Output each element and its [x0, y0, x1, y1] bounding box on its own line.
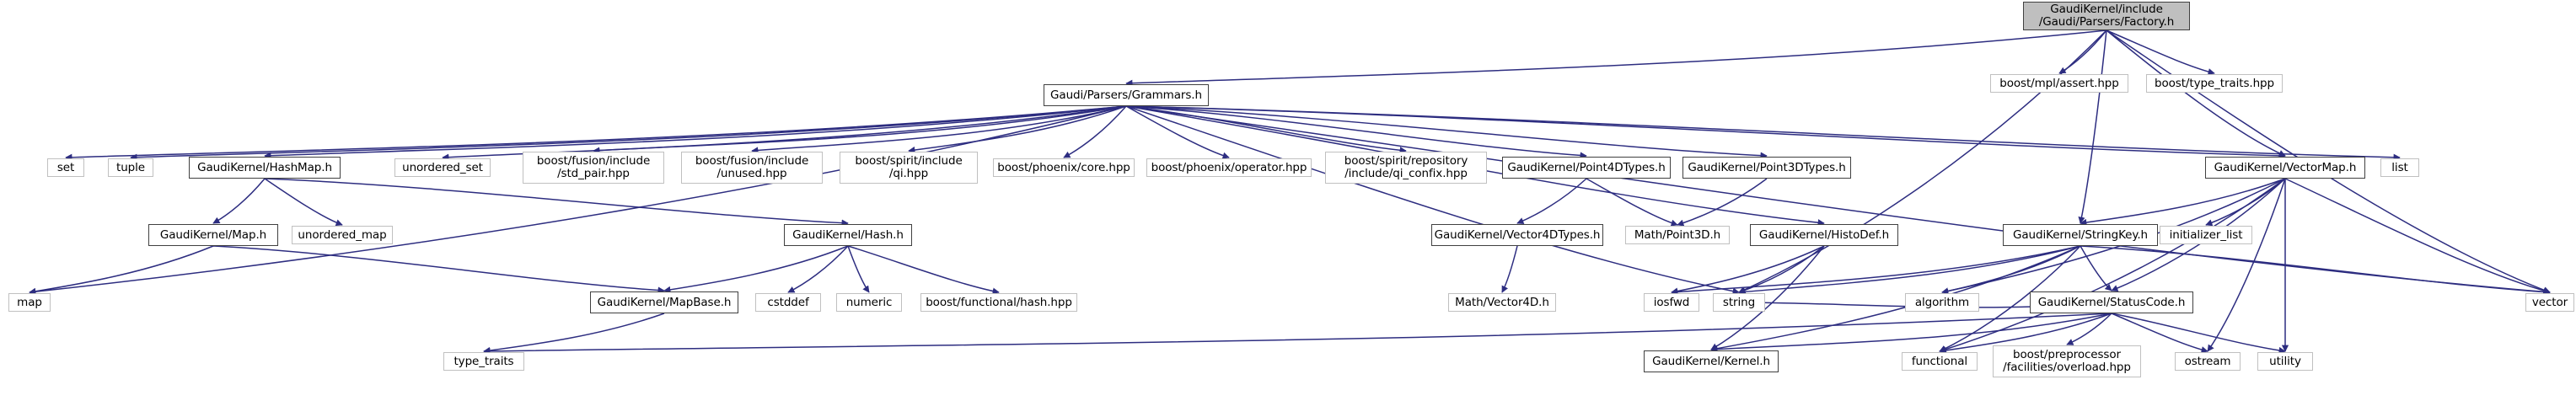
graph-node-unordered_map[interactable]: unordered_map — [292, 226, 393, 244]
graph-node-statuscode[interactable]: GaudiKernel/StatusCode.h — [2030, 291, 2193, 313]
graph-edge — [1738, 245, 1825, 294]
graph-node-mapbase[interactable]: GaudiKernel/MapBase.h — [590, 291, 738, 313]
graph-edge — [2106, 29, 2286, 157]
graph-node-type_traits[interactable]: type_traits — [443, 352, 524, 371]
graph-edge — [2066, 313, 2112, 345]
graph-node-numeric[interactable]: numeric — [836, 293, 902, 312]
graph-node-string[interactable]: string — [1713, 293, 1765, 312]
graph-node-cstddef[interactable]: cstddef — [755, 293, 821, 312]
graph-node-qi_confix[interactable]: boost/spirit/repository /include/qi_conf… — [1325, 152, 1487, 184]
graph-node-spirit_qi[interactable]: boost/spirit/include /qi.hpp — [840, 152, 978, 184]
graph-node-map[interactable]: map — [8, 293, 51, 312]
graph-node-fusion_unused[interactable]: boost/fusion/include /unused.hpp — [681, 152, 823, 184]
graph-edge — [1586, 178, 1678, 227]
graph-edge — [1125, 105, 1407, 154]
graph-node-phoenix_operator[interactable]: boost/phoenix/operator.hpp — [1146, 158, 1312, 177]
graph-node-set[interactable]: set — [47, 158, 84, 177]
graph-edge — [2106, 29, 2215, 76]
graph-node-stringkey[interactable]: GaudiKernel/StringKey.h — [2003, 224, 2158, 246]
graph-edge — [1125, 105, 2286, 159]
graph-node-list[interactable]: list — [2380, 158, 2419, 177]
graph-node-phoenix_core[interactable]: boost/phoenix/core.hpp — [993, 158, 1135, 177]
graph-node-algorithm[interactable]: algorithm — [1905, 293, 1979, 312]
graph-edge — [264, 178, 343, 227]
graph-edge — [908, 105, 1127, 154]
graph-edge — [1125, 105, 2551, 296]
graph-edge — [847, 245, 1000, 295]
graph-node-iosfwd[interactable]: iosfwd — [1644, 293, 1699, 312]
graph-node-math_vector4d[interactable]: Math/Vector4D.h — [1448, 293, 1556, 312]
graph-node-mpl_assert[interactable]: boost/mpl/assert.hpp — [1990, 74, 2128, 93]
graph-edge — [2207, 178, 2286, 352]
graph-node-map_h[interactable]: GaudiKernel/Map.h — [148, 224, 278, 246]
graph-edge — [212, 245, 665, 294]
graph-node-point3dtypes[interactable]: GaudiKernel/Point3DTypes.h — [1682, 157, 1851, 179]
graph-edge — [1125, 105, 1230, 159]
graph-edge — [1671, 245, 1825, 295]
graph-node-functional[interactable]: functional — [1902, 352, 1978, 371]
graph-edge — [847, 245, 870, 293]
graph-edge — [29, 245, 214, 295]
graph-edge — [212, 178, 266, 224]
graph-edge — [2080, 245, 2112, 291]
graph-node-type_traits_hpp[interactable]: boost/type_traits.hpp — [2146, 74, 2283, 93]
graph-edge — [2205, 178, 2286, 227]
graph-node-functional_hash[interactable]: boost/functional/hash.hpp — [920, 293, 1077, 312]
graph-edge — [2284, 178, 2551, 294]
graph-edge — [1939, 178, 2286, 353]
graph-edge — [2080, 245, 2551, 296]
graph-edge — [1125, 105, 1740, 295]
graph-edge — [2080, 178, 2286, 227]
graph-node-initializer_list[interactable]: initializer_list — [2160, 226, 2252, 244]
graph-edge — [1501, 245, 1518, 293]
graph-node-vector4dtypes[interactable]: GaudiKernel/Vector4DTypes.h — [1431, 224, 1603, 246]
graph-edge — [264, 105, 1127, 159]
graph-edge — [29, 105, 1127, 296]
graph-node-bp_overload[interactable]: boost/preprocessor /facilities/overload.… — [1993, 345, 2141, 377]
graph-edge — [65, 105, 1127, 161]
graph-edge — [264, 178, 849, 227]
graph-node-hashmap[interactable]: GaudiKernel/HashMap.h — [189, 157, 341, 179]
graph-edge — [751, 105, 1127, 154]
graph-edge — [1671, 245, 2081, 296]
graph-edge — [483, 313, 2112, 356]
graph-node-vector[interactable]: vector — [2525, 293, 2574, 312]
graph-node-hash_h[interactable]: GaudiKernel/Hash.h — [784, 224, 912, 246]
graph-node-histodef[interactable]: GaudiKernel/HistoDef.h — [1750, 224, 1898, 246]
graph-node-kernel_h[interactable]: GaudiKernel/Kernel.h — [1644, 350, 1779, 372]
graph-node-vectormap[interactable]: GaudiKernel/VectorMap.h — [2205, 157, 2365, 179]
graph-node-math_point3d[interactable]: Math/Point3D.h — [1625, 226, 1730, 244]
graph-node-utility[interactable]: utility — [2257, 352, 2313, 371]
graph-edge — [1941, 245, 2081, 295]
graph-edge — [483, 313, 665, 355]
graph-edge — [787, 245, 849, 293]
graph-node-point4dtypes[interactable]: GaudiKernel/Point4DTypes.h — [1502, 157, 1671, 179]
graph-node-unordered_set[interactable]: unordered_set — [394, 158, 491, 177]
graph-edge — [1710, 245, 2081, 352]
graph-edge — [1516, 178, 1587, 224]
graph-edge — [1710, 313, 2112, 353]
graph-edge — [442, 105, 1127, 161]
graph-node-factory[interactable]: GaudiKernel/include /Gaudi/Parsers/Facto… — [2023, 2, 2190, 30]
graph-edge — [2058, 29, 2107, 74]
graph-edge — [2078, 29, 2107, 224]
graph-node-fusion_std_pair[interactable]: boost/fusion/include /std_pair.hpp — [523, 152, 664, 184]
graph-node-grammars[interactable]: Gaudi/Parsers/Grammars.h — [1044, 84, 1209, 106]
graph-edge — [1125, 105, 1768, 159]
graph-edge — [1063, 105, 1127, 158]
graph-edge — [1125, 29, 2107, 87]
graph-edge — [663, 245, 849, 293]
graph-edge — [1738, 245, 2081, 296]
graph-edge — [593, 105, 1127, 154]
graph-edge — [1677, 178, 1768, 227]
graph-node-ostream[interactable]: ostream — [2175, 352, 2241, 371]
graph-edge — [130, 105, 1127, 161]
graph-edge — [1125, 105, 2401, 161]
graph-node-tuple[interactable]: tuple — [108, 158, 153, 177]
graph-edge — [1125, 105, 1587, 159]
